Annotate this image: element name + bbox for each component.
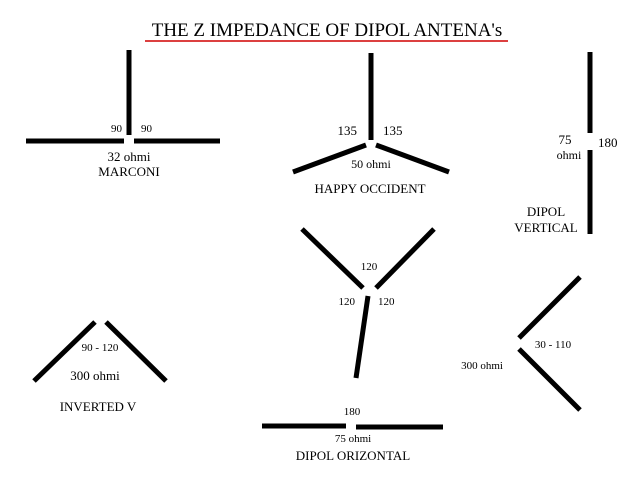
dipol-vertical-antenna: 75 ohmi 180 DIPOL VERTICAL — [514, 52, 618, 235]
y-antenna-bottom-arm — [353, 295, 371, 379]
marconi-impedance: 32 ohmi — [108, 149, 151, 164]
dipol-orizontal-value: 180 — [344, 406, 361, 418]
inverted-v-left-wire — [32, 320, 97, 383]
dipol-vertical-name-line2: VERTICAL — [514, 220, 578, 235]
side-v-lower-wire — [517, 347, 582, 412]
dipol-vertical-left-unit: ohmi — [557, 148, 582, 162]
happy-occident-right-wire — [375, 142, 450, 175]
inverted-v-value: 90 - 120 — [82, 342, 119, 354]
marconi-name: MARCONI — [98, 164, 159, 179]
inverted-v-right-wire — [104, 320, 168, 383]
dipol-orizontal-name: DIPOL ORIZONTAL — [296, 448, 410, 463]
dipol-orizontal-antenna: 180 75 ohmi DIPOL ORIZONTAL — [262, 406, 443, 463]
marconi-left-value: 90 — [111, 123, 123, 135]
y-antenna-left-arm — [300, 227, 365, 290]
y-antenna-left-value: 120 — [339, 296, 356, 308]
side-v-value: 30 - 110 — [535, 339, 572, 351]
page-title: THE Z IMPEDANCE OF DIPOL ANTENA's — [152, 20, 503, 41]
y-antenna-right-value: 120 — [378, 296, 395, 308]
dipol-orizontal-impedance: 75 ohmi — [335, 433, 371, 445]
happy-occident-left-value: 135 — [338, 123, 358, 138]
side-v-antenna: 30 - 110 300 ohmi — [461, 275, 582, 412]
inverted-v-name: INVERTED V — [60, 399, 137, 414]
side-v-impedance: 300 ohmi — [461, 360, 503, 372]
dipol-vertical-name-line1: DIPOL — [527, 204, 565, 219]
inverted-v-impedance: 300 ohmi — [70, 368, 120, 383]
dipol-vertical-right-value: 180 — [598, 135, 618, 150]
happy-occident-name: HAPPY OCCIDENT — [314, 181, 425, 196]
y-antenna-top-value: 120 — [361, 261, 378, 273]
happy-occident-right-value: 135 — [383, 123, 403, 138]
marconi-right-value: 90 — [141, 123, 153, 135]
happy-occident-antenna: 135 135 50 ohmi HAPPY OCCIDENT — [292, 53, 450, 196]
marconi-antenna: 90 90 32 ohmi MARCONI — [26, 50, 220, 179]
y-antenna-right-arm — [374, 227, 436, 290]
happy-occident-impedance: 50 ohmi — [351, 157, 391, 171]
side-v-upper-wire — [517, 275, 582, 340]
y-antenna: 120 120 120 — [300, 227, 436, 379]
dipol-vertical-left-value: 75 — [559, 132, 572, 147]
happy-occident-left-wire — [292, 142, 367, 175]
inverted-v-antenna: 90 - 120 300 ohmi INVERTED V — [32, 320, 168, 414]
